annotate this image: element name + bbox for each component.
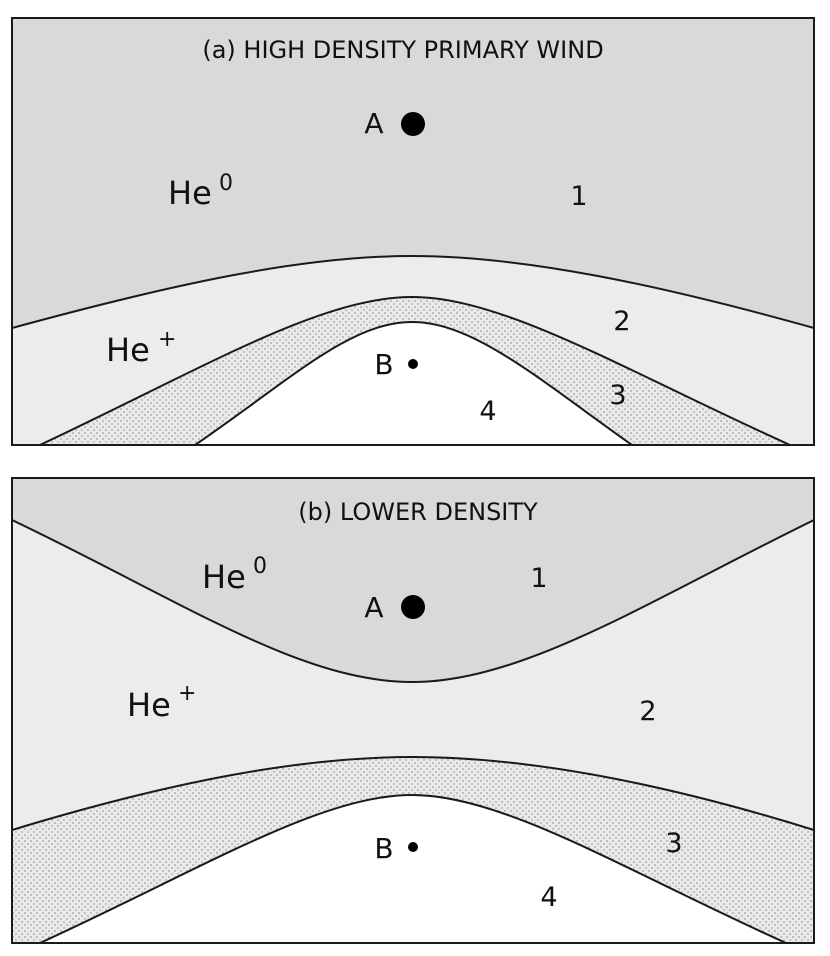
- panel-b-title: (b) LOWER DENSITY: [298, 498, 538, 526]
- panel-b-neutral-label: He: [202, 558, 246, 596]
- panel-a-star-b-dot: [408, 359, 418, 369]
- panel-b-zone-3: 3: [665, 828, 682, 859]
- panel-b-zone-4: 4: [540, 882, 557, 913]
- panel-a-neutral-sup: 0: [219, 171, 233, 196]
- panel-a-title: (a) HIGH DENSITY PRIMARY WIND: [202, 36, 603, 64]
- panel-b-inner-region: [39, 793, 787, 943]
- panel-a-ion-label: He: [106, 331, 150, 369]
- panel-b-star-b-dot: [408, 842, 418, 852]
- panel-b-frame: [11, 477, 815, 944]
- panel-a-star-b-label: B: [374, 348, 393, 381]
- panel-a-zone-3: 3: [609, 380, 626, 411]
- panel-a-star-a-label: A: [364, 107, 383, 140]
- panel-b-ion-label: He: [127, 686, 171, 724]
- panel-a-inner-region: [193, 320, 634, 445]
- panel-b-star-a-label: A: [364, 591, 383, 624]
- panel-b: (b) LOWER DENSITY He 0 1 A He + 2 B 3 4: [11, 477, 815, 944]
- panel-b-star-a-dot: [401, 595, 425, 619]
- panel-b-neutral-region: [12, 478, 814, 684]
- panel-a: (a) HIGH DENSITY PRIMARY WIND A He 0 1 2…: [11, 17, 815, 446]
- panel-a-zone-1: 1: [570, 181, 587, 212]
- panel-a-ion-sup: +: [158, 327, 176, 352]
- panel-b-zone-2: 2: [639, 696, 656, 727]
- panel-a-zone-2: 2: [613, 306, 630, 337]
- panel-b-star-b-label: B: [374, 832, 393, 865]
- panel-a-star-a-dot: [401, 112, 425, 136]
- panel-b-ion-sup: +: [178, 681, 196, 706]
- panel-a-zone-4: 4: [479, 396, 496, 427]
- panel-a-neutral-label: He: [168, 174, 212, 212]
- panel-a-frame: [11, 17, 815, 446]
- panel-b-zone-1: 1: [530, 563, 547, 594]
- panel-b-neutral-sup: 0: [253, 554, 267, 579]
